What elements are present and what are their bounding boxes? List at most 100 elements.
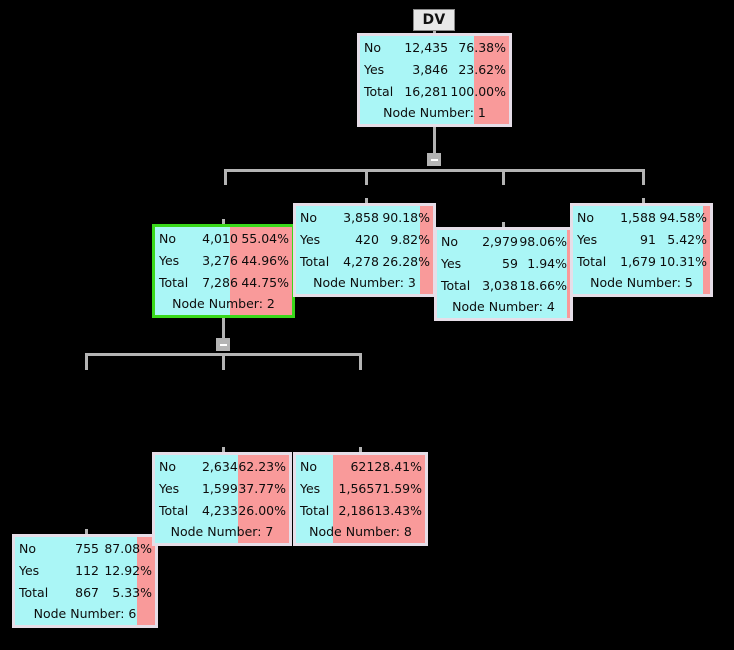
node-2-total-count: 7,286 (202, 274, 238, 290)
node-5-number: Node Number: 5 (590, 275, 693, 290)
node-3-total-count: 4,278 (343, 253, 379, 269)
node-8-yes-label: Yes (300, 480, 321, 496)
node3-tick (365, 198, 368, 204)
node-3-yes-proportion-fill (419, 206, 433, 294)
node-5-yes-percent: 5.42% (667, 231, 707, 247)
node-2-yes-count: 3,276 (202, 252, 238, 268)
node-8-total-label: Total (300, 502, 330, 518)
node4-tick (502, 222, 505, 228)
node-8-number: Node Number: 8 (309, 524, 412, 539)
node2-tick (222, 219, 225, 225)
node-1-total-percent: 100.00% (450, 83, 506, 99)
node-8-yes-count: 1,565 (338, 480, 375, 496)
node-2-total-label: Total (159, 274, 189, 290)
split-2-box (216, 338, 230, 351)
node-3-total-percent: 26.28% (382, 253, 430, 269)
node-1-row-yes: Yes 3,846 23.62% (360, 58, 509, 80)
node-1-total-count: 16,281 (404, 83, 449, 99)
node-7-yes-proportion-fill (238, 455, 289, 543)
node-3-yes-percent: 9.82% (390, 231, 430, 247)
node-5-yes-count: 91 (640, 231, 656, 247)
node-5-yes-proportion-fill (702, 206, 710, 294)
node-1-yes-percent: 23.62% (458, 61, 506, 77)
node-6-no-count: 755 (75, 540, 99, 556)
node-3-number: Node Number: 3 (313, 275, 416, 290)
node-6-number: Node Number: 6 (33, 606, 137, 621)
node-4-yes-percent: 1.94% (527, 255, 568, 271)
node-1-no-percent: 76.38% (458, 39, 506, 55)
node-7-no-label: No (159, 458, 176, 474)
split-minus-icon (219, 343, 227, 346)
node-8-yes-percent: 71.59% (374, 480, 422, 496)
node-1-yes-proportion-fill (473, 36, 509, 124)
node-6-yes-proportion-fill (136, 537, 155, 625)
node-4-yes-proportion-fill (567, 230, 570, 318)
node-4-total-count: 3,038 (482, 277, 518, 293)
node-1-yes-count: 3,846 (412, 61, 449, 77)
branch-2c (359, 353, 362, 370)
node-3-yes-label: Yes (300, 231, 321, 247)
node-5-no-count: 1,588 (620, 209, 656, 225)
node-7-yes-label: Yes (159, 480, 180, 496)
node-4-yes-label: Yes (441, 255, 462, 271)
branch-1b (365, 169, 368, 185)
node-6-total-percent: 5.33% (112, 584, 152, 600)
node-2-no-count: 4,010 (202, 230, 238, 246)
node-8-no-percent: 28.41% (374, 458, 422, 474)
root-drop (433, 127, 436, 154)
node-3-no-percent: 90.18% (382, 209, 430, 225)
node-1-no-label: No (364, 39, 381, 55)
node-2-total-percent: 44.75% (241, 274, 289, 290)
node-1-yes-label: Yes (364, 61, 385, 77)
node-3-no-label: No (300, 209, 317, 225)
node-1-no-count: 12,435 (404, 39, 449, 55)
branch-1d (642, 169, 645, 185)
node-7-total-label: Total (159, 502, 189, 518)
node-8-total-count: 2,186 (338, 502, 375, 518)
node-7-no-count: 2,634 (201, 458, 238, 474)
node-6-total-label: Total (19, 584, 49, 600)
node-7-total-count: 4,233 (201, 502, 238, 518)
node-2-yes-percent: 44.96% (241, 252, 289, 268)
node-4-total-label: Total (441, 277, 471, 293)
node-7-no-percent: 62.23% (238, 458, 286, 474)
node-7-yes-count: 1,599 (201, 480, 238, 496)
node-5-total-count: 1,679 (620, 253, 656, 269)
node-1-number: Node Number: 1 (383, 105, 486, 120)
node-6-yes-label: Yes (19, 562, 40, 578)
node-6-yes-percent: 12.92% (104, 562, 152, 578)
branch-2b (222, 353, 225, 370)
node2-drop (222, 318, 225, 340)
node-5-total-percent: 10.31% (659, 253, 707, 269)
branch-2a (85, 353, 88, 370)
